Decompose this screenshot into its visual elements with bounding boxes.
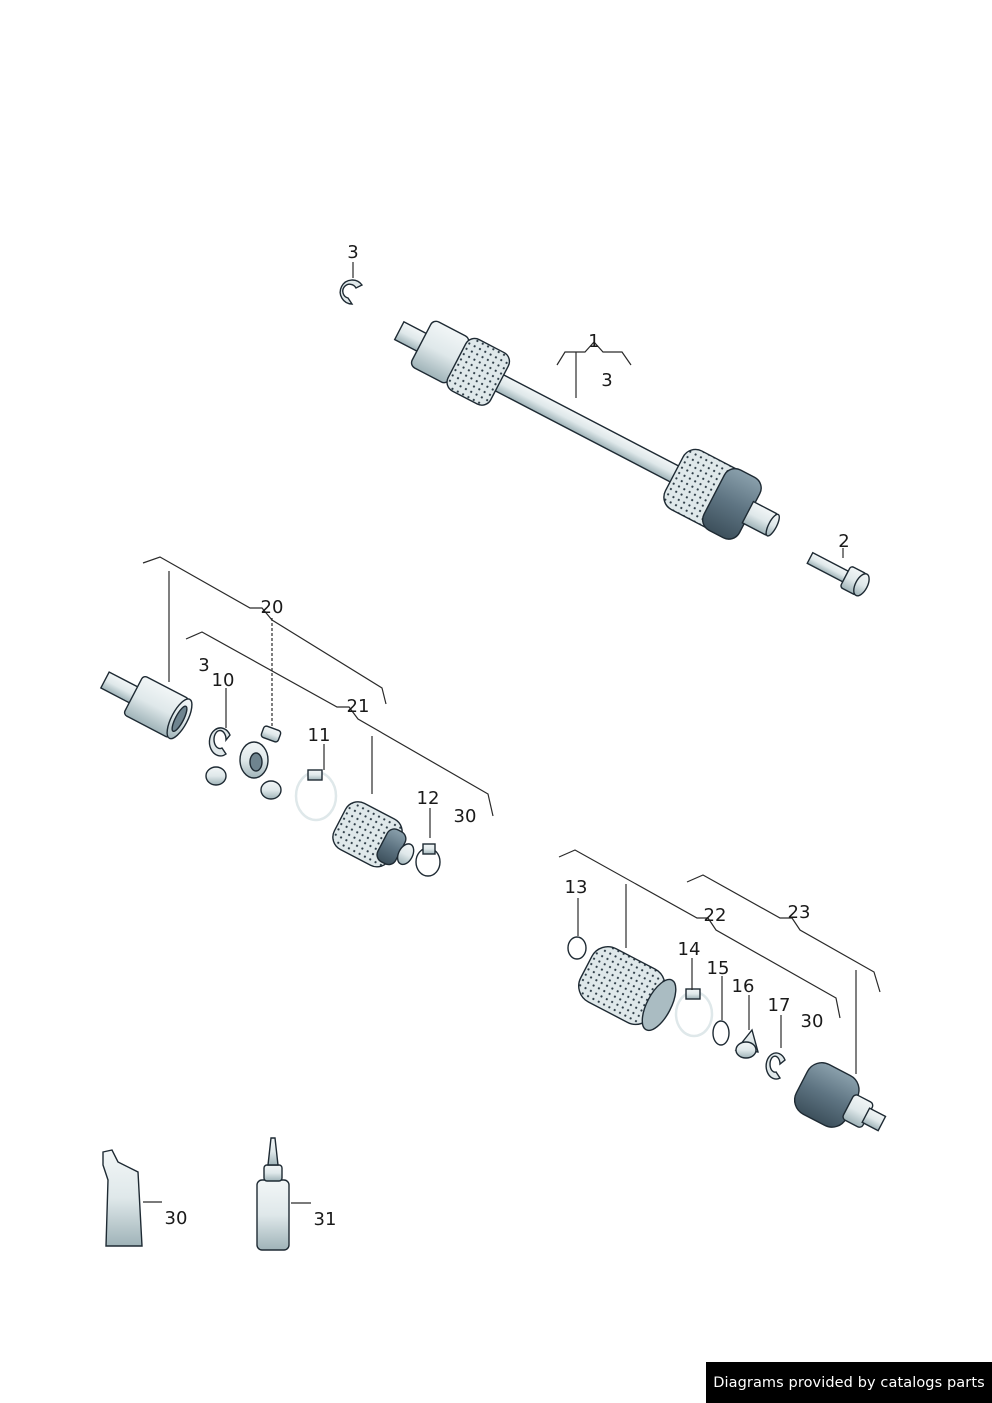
spacer-ring-15 [712,1020,730,1046]
drive-shaft [393,320,781,540]
hose-clamp-11 [294,769,338,822]
label-1: 1 [588,331,599,352]
circlip-10 [208,727,231,757]
label-10: 10 [212,670,235,691]
circlip-top [339,279,364,305]
grease-bottle [256,1137,290,1251]
label-16: 16 [732,976,755,997]
label-22: 22 [704,905,727,926]
boot-21 [332,801,415,868]
circlip-17 [765,1052,786,1080]
label-30-right: 30 [801,1011,824,1032]
hose-clamp-14 [674,988,714,1038]
dish-spring-16 [734,1028,759,1059]
label-15: 15 [707,958,730,979]
label-14: 14 [678,939,701,960]
hex-bolt [806,551,870,597]
tripod-spider [205,725,282,800]
label-30-grease: 30 [165,1208,188,1229]
outer-cv-joint [793,1062,887,1132]
label-30-left: 30 [454,806,477,827]
label-23: 23 [788,902,811,923]
attribution-footer: Diagrams provided by catalogs parts [706,1362,992,1403]
hose-clamp-13 [567,936,587,960]
label-20: 20 [261,597,284,618]
label-13: 13 [565,877,588,898]
label-17: 17 [768,995,791,1016]
hose-clamp-12 [415,843,441,877]
grease-tube [102,1149,143,1247]
label-31: 31 [314,1209,337,1230]
label-21: 21 [347,696,370,717]
label-3-left: 3 [198,655,209,676]
inner-joint-housing [99,671,193,740]
leader-lines [142,262,881,1204]
label-3-shaft: 3 [601,370,612,391]
label-12: 12 [417,788,440,809]
boot-22 [578,946,677,1032]
label-11: 11 [308,725,331,746]
callout-labels: 1 3 3 2 20 3 10 21 11 12 30 13 22 23 14 … [165,242,850,1230]
label-3-top: 3 [347,242,358,263]
label-2: 2 [838,531,849,552]
